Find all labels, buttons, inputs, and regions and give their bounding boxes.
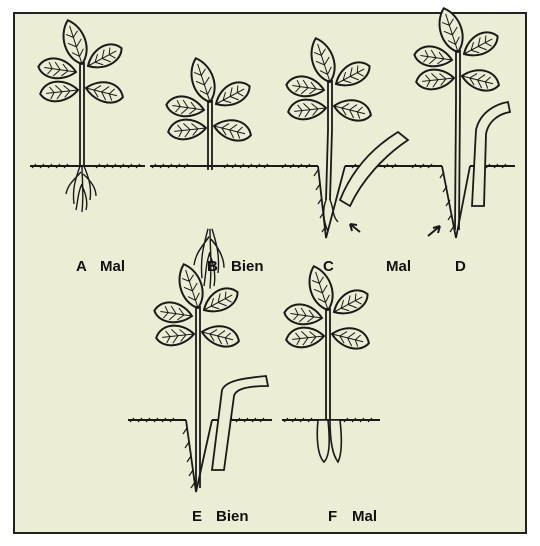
label-cd-word: Mal (386, 258, 411, 275)
label-e-letter: E (192, 508, 202, 525)
label-b-word: Bien (231, 258, 264, 275)
label-e-word: Bien (216, 508, 249, 525)
label-c-letter: C (323, 258, 334, 275)
seedling-f (282, 263, 380, 462)
label-b-letter: B (207, 258, 218, 275)
label-f-letter: F (328, 508, 337, 525)
label-d-letter: D (455, 258, 466, 275)
label-a-word: Mal (100, 258, 125, 275)
seedling-b (150, 55, 280, 289)
seedling-e (128, 261, 272, 492)
label-f-word: Mal (352, 508, 377, 525)
seedling-c (280, 35, 410, 238)
seedling-d (410, 5, 515, 238)
label-a-letter: A (76, 258, 87, 275)
seedling-a (30, 17, 145, 212)
